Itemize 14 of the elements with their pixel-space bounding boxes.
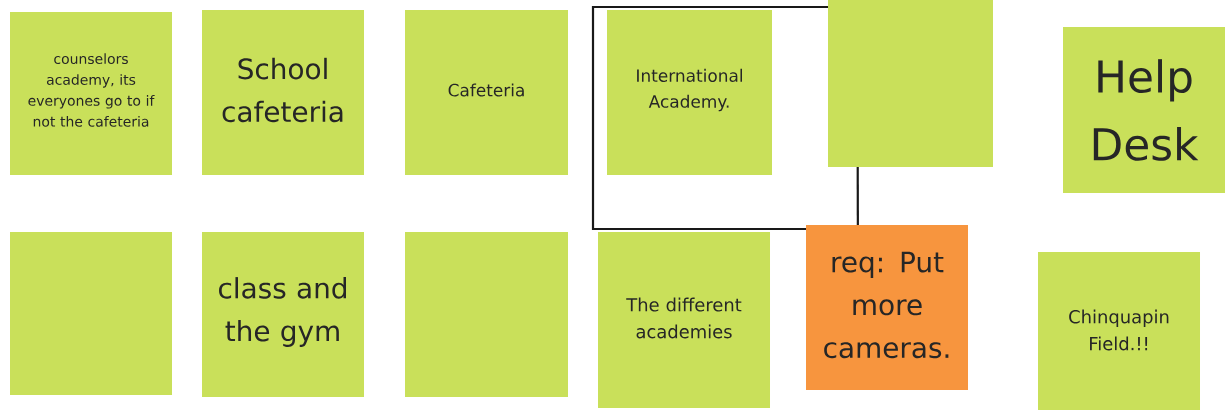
sticky-note: req: Put more cameras. [806,225,968,390]
connector-line [591,5,828,231]
sticky-note: International Academy. [607,10,772,175]
sticky-note [405,232,568,397]
sticky-note [828,0,993,167]
connector-line [856,167,859,225]
sticky-note: class and the gym [202,232,364,397]
sticky-note: Chinquapin Field.!! [1038,252,1200,410]
sticky-note [10,232,172,395]
sticky-note: School cafeteria [202,10,364,175]
sticky-note: Help Desk [1063,27,1225,193]
sticky-note: counselors academy, its everyones go to if not the cafeteria [10,12,172,175]
sticky-note: The different academies [598,232,770,408]
sticky-note: Cafeteria [405,10,568,175]
